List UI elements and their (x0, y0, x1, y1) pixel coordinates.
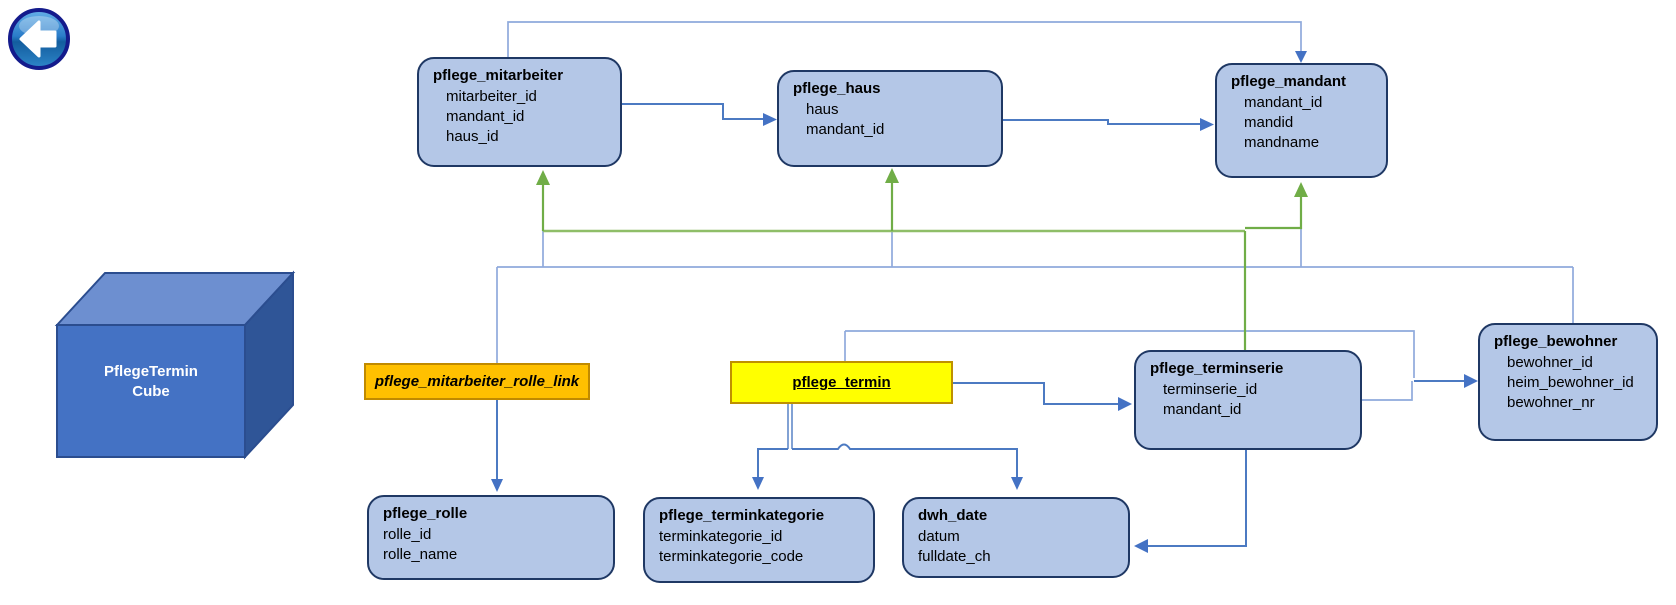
entity-pflege-terminkategorie: pflege_terminkategorie terminkategorie_i… (643, 497, 875, 583)
connector-blue-relations (496, 103, 1465, 547)
link-table-label: pflege_mitarbeiter_rolle_link (374, 373, 580, 390)
entity-field: mandname (1244, 134, 1320, 151)
entity-field: terminkategorie_id (659, 528, 783, 545)
connector-arrowheads (491, 51, 1478, 553)
entity-field: terminkategorie_code (659, 548, 804, 565)
entity-title: pflege_mitarbeiter (433, 67, 564, 84)
entity-field: haus_id (446, 128, 499, 145)
entity-pflege-mandant: pflege_mandant mandant_id mandid mandnam… (1215, 63, 1388, 178)
entity-field: mandant_id (806, 121, 885, 138)
entity-field: rolle_name (383, 546, 458, 563)
entity-pflege-terminserie: pflege_terminserie terminserie_id mandan… (1134, 350, 1362, 450)
entity-field: bewohner_id (1507, 354, 1593, 371)
entity-field: datum (918, 528, 960, 545)
cube-label-line2: Cube (132, 383, 170, 400)
entity-dwh-date: dwh_date datum fulldate_ch (902, 497, 1130, 578)
entity-field: mandant_id (1244, 94, 1323, 111)
entity-pflege-rolle: pflege_rolle rolle_id rolle_name (367, 495, 615, 580)
cube-label: PflegeTermin Cube (57, 362, 245, 402)
entity-field: mandid (1244, 114, 1294, 131)
entity-title: pflege_terminkategorie (659, 507, 825, 524)
entity-field: mandant_id (1163, 401, 1242, 418)
entity-title: pflege_mandant (1231, 73, 1347, 90)
link-table-label: pflege_termin (792, 374, 891, 391)
entity-field: rolle_id (383, 526, 432, 543)
entity-field: terminserie_id (1163, 381, 1258, 398)
cube-label-line1: PflegeTermin (104, 363, 198, 380)
entity-field: bewohner_nr (1507, 394, 1595, 411)
entity-title: pflege_bewohner (1494, 333, 1618, 350)
entity-title: pflege_haus (793, 80, 881, 97)
entity-title: pflege_terminserie (1150, 360, 1284, 377)
cube-shape (54, 270, 296, 460)
entity-field: mandant_id (446, 108, 525, 125)
pflegetermin-cube (40, 258, 310, 473)
entity-field: haus (806, 101, 839, 118)
entity-field: fulldate_ch (918, 548, 991, 565)
entity-pflege-haus: pflege_haus haus mandant_id (777, 70, 1003, 167)
entity-title: dwh_date (918, 507, 988, 524)
entity-field: heim_bewohner_id (1507, 374, 1634, 391)
link-table-pflege-mitarbeiter-rolle-link: pflege_mitarbeiter_rolle_link (364, 363, 590, 400)
link-table-pflege-termin[interactable]: pflege_termin (730, 361, 953, 404)
entity-title: pflege_rolle (383, 505, 468, 522)
arrow-left-icon (19, 20, 57, 58)
back-button[interactable] (6, 6, 72, 72)
connector-bus-lines (496, 21, 1574, 401)
entity-field: mitarbeiter_id (446, 88, 537, 105)
entity-pflege-mitarbeiter: pflege_mitarbeiter mitarbeiter_id mandan… (417, 57, 622, 167)
entity-pflege-bewohner: pflege_bewohner bewohner_id heim_bewohne… (1478, 323, 1658, 441)
connector-green-relations (536, 168, 1308, 352)
